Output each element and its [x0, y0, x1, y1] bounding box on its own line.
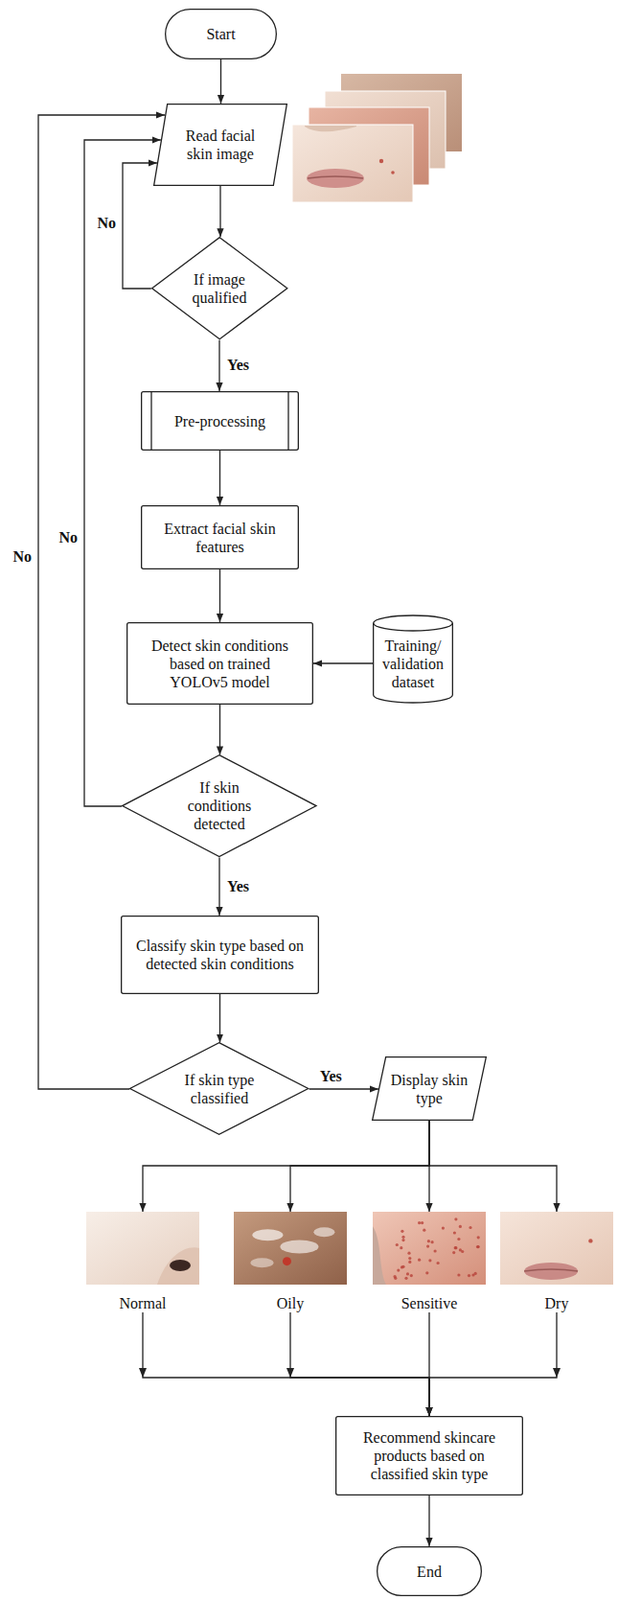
text-holder: Recommend skincare products based on cla… [348, 1427, 510, 1483]
process-box: Classify skin type based on detected ski… [120, 915, 320, 994]
text-holder: Display skin type [388, 1070, 471, 1107]
text-holder: If skin conditions detected [179, 778, 260, 833]
edge-label: Yes [226, 356, 251, 374]
flow-arrow [309, 1087, 379, 1089]
skin-type-sample: Oily [233, 1211, 347, 1312]
text-holder: Extract facial skin features [152, 519, 288, 556]
flow-arrow [428, 1494, 430, 1546]
node-label: Pre-processing [160, 412, 280, 431]
node-outline [151, 236, 288, 340]
junction-arrowhead [286, 1367, 295, 1377]
text-holder: Pre-processing [160, 412, 280, 431]
edge-label: Yes [319, 1067, 344, 1085]
decision-diamond: If image qualified [151, 236, 288, 340]
text-holder: Sensitive [372, 1293, 486, 1312]
node-label: Recommend skincare products based on cla… [348, 1427, 510, 1483]
flow-arrow [290, 1120, 430, 1212]
text-holder: End [390, 1561, 468, 1580]
flow-arrow [219, 569, 221, 622]
input-parallelogram: Read facial skin image [153, 103, 288, 186]
flow-arrow [142, 1120, 430, 1212]
node-outline [140, 504, 299, 570]
flow-arrow [84, 139, 161, 806]
text-holder: Read facial skin image [174, 126, 267, 163]
text-holder: Oily [233, 1293, 347, 1312]
node-label: Dry [500, 1293, 614, 1312]
flow-arrow [429, 1120, 557, 1212]
flow-arrow [220, 59, 222, 104]
decision-diamond: If skin conditions detected [121, 754, 318, 857]
flow-arrow [142, 1311, 430, 1416]
node-label: Extract facial skin features [152, 519, 288, 556]
node-label: If skin conditions detected [179, 778, 260, 833]
skin-photo [86, 1211, 200, 1284]
terminal: Start [164, 8, 277, 60]
flow-arrow [218, 340, 220, 391]
node-outline [371, 1055, 487, 1121]
text-holder: Dry [500, 1293, 614, 1312]
text-holder: Classify skin type based on detected ski… [134, 936, 306, 973]
text-holder: Detect skin conditions based on trained … [143, 636, 297, 691]
process-box: Detect skin conditions based on trained … [126, 621, 314, 705]
text-holder: Start [179, 24, 263, 44]
database-cylinder: Training/ validation dataset [372, 615, 454, 703]
flow-arrow [218, 857, 220, 916]
output-parallelogram: Display skin type [371, 1055, 487, 1121]
predefined-process-box: Pre-processing [140, 390, 299, 451]
skin-photo [500, 1211, 614, 1284]
skin-photo [372, 1211, 486, 1284]
junction-arrowhead [552, 1367, 561, 1377]
process-box: Extract facial skin features [140, 504, 299, 570]
skin-type-sample: Normal [86, 1211, 200, 1312]
skin-type-sample: Sensitive [372, 1211, 486, 1312]
node-label: End [390, 1561, 468, 1580]
flow-arrow [122, 162, 158, 289]
node-label: Read facial skin image [174, 126, 267, 163]
process-box: Recommend skincare products based on cla… [335, 1415, 524, 1495]
edge-label: Yes [226, 877, 251, 895]
skin-type-sample: Dry [500, 1211, 614, 1312]
text-holder: If skin type classified [169, 1070, 270, 1107]
node-label: Classify skin type based on detected ski… [134, 936, 306, 973]
node-label: If skin type classified [169, 1070, 270, 1107]
terminal: End [376, 1545, 482, 1596]
flow-arrow [219, 704, 221, 755]
flow-arrow [290, 1311, 430, 1416]
edge-label: No [95, 214, 117, 232]
text-holder: Normal [86, 1293, 200, 1312]
node-label: Sensitive [372, 1293, 486, 1312]
flow-arrow [313, 662, 373, 664]
node-label: Oily [233, 1293, 347, 1312]
decision-diamond: If skin type classified [129, 1041, 309, 1135]
node-label: Detect skin conditions based on trained … [143, 636, 297, 691]
flow-arrow [219, 185, 221, 237]
junction-arrowhead [138, 1367, 147, 1377]
node-label: If image qualified [179, 270, 260, 307]
node-outline [129, 1041, 309, 1135]
node-label: Training/ validation dataset [377, 636, 449, 691]
edge-label: No [11, 548, 33, 566]
node-outline [153, 103, 288, 186]
flow-arrow [219, 450, 221, 505]
skin-photo [233, 1211, 347, 1284]
text-holder: If image qualified [179, 270, 260, 307]
node-label: Start [179, 24, 263, 44]
flow-arrow [219, 993, 221, 1043]
node-outline [120, 915, 320, 994]
node-label: Normal [86, 1293, 200, 1312]
edge-label: No [57, 528, 79, 547]
node-label: Display skin type [388, 1070, 471, 1107]
flow-arrow [429, 1311, 557, 1416]
text-holder: Training/ validation dataset [377, 636, 449, 691]
